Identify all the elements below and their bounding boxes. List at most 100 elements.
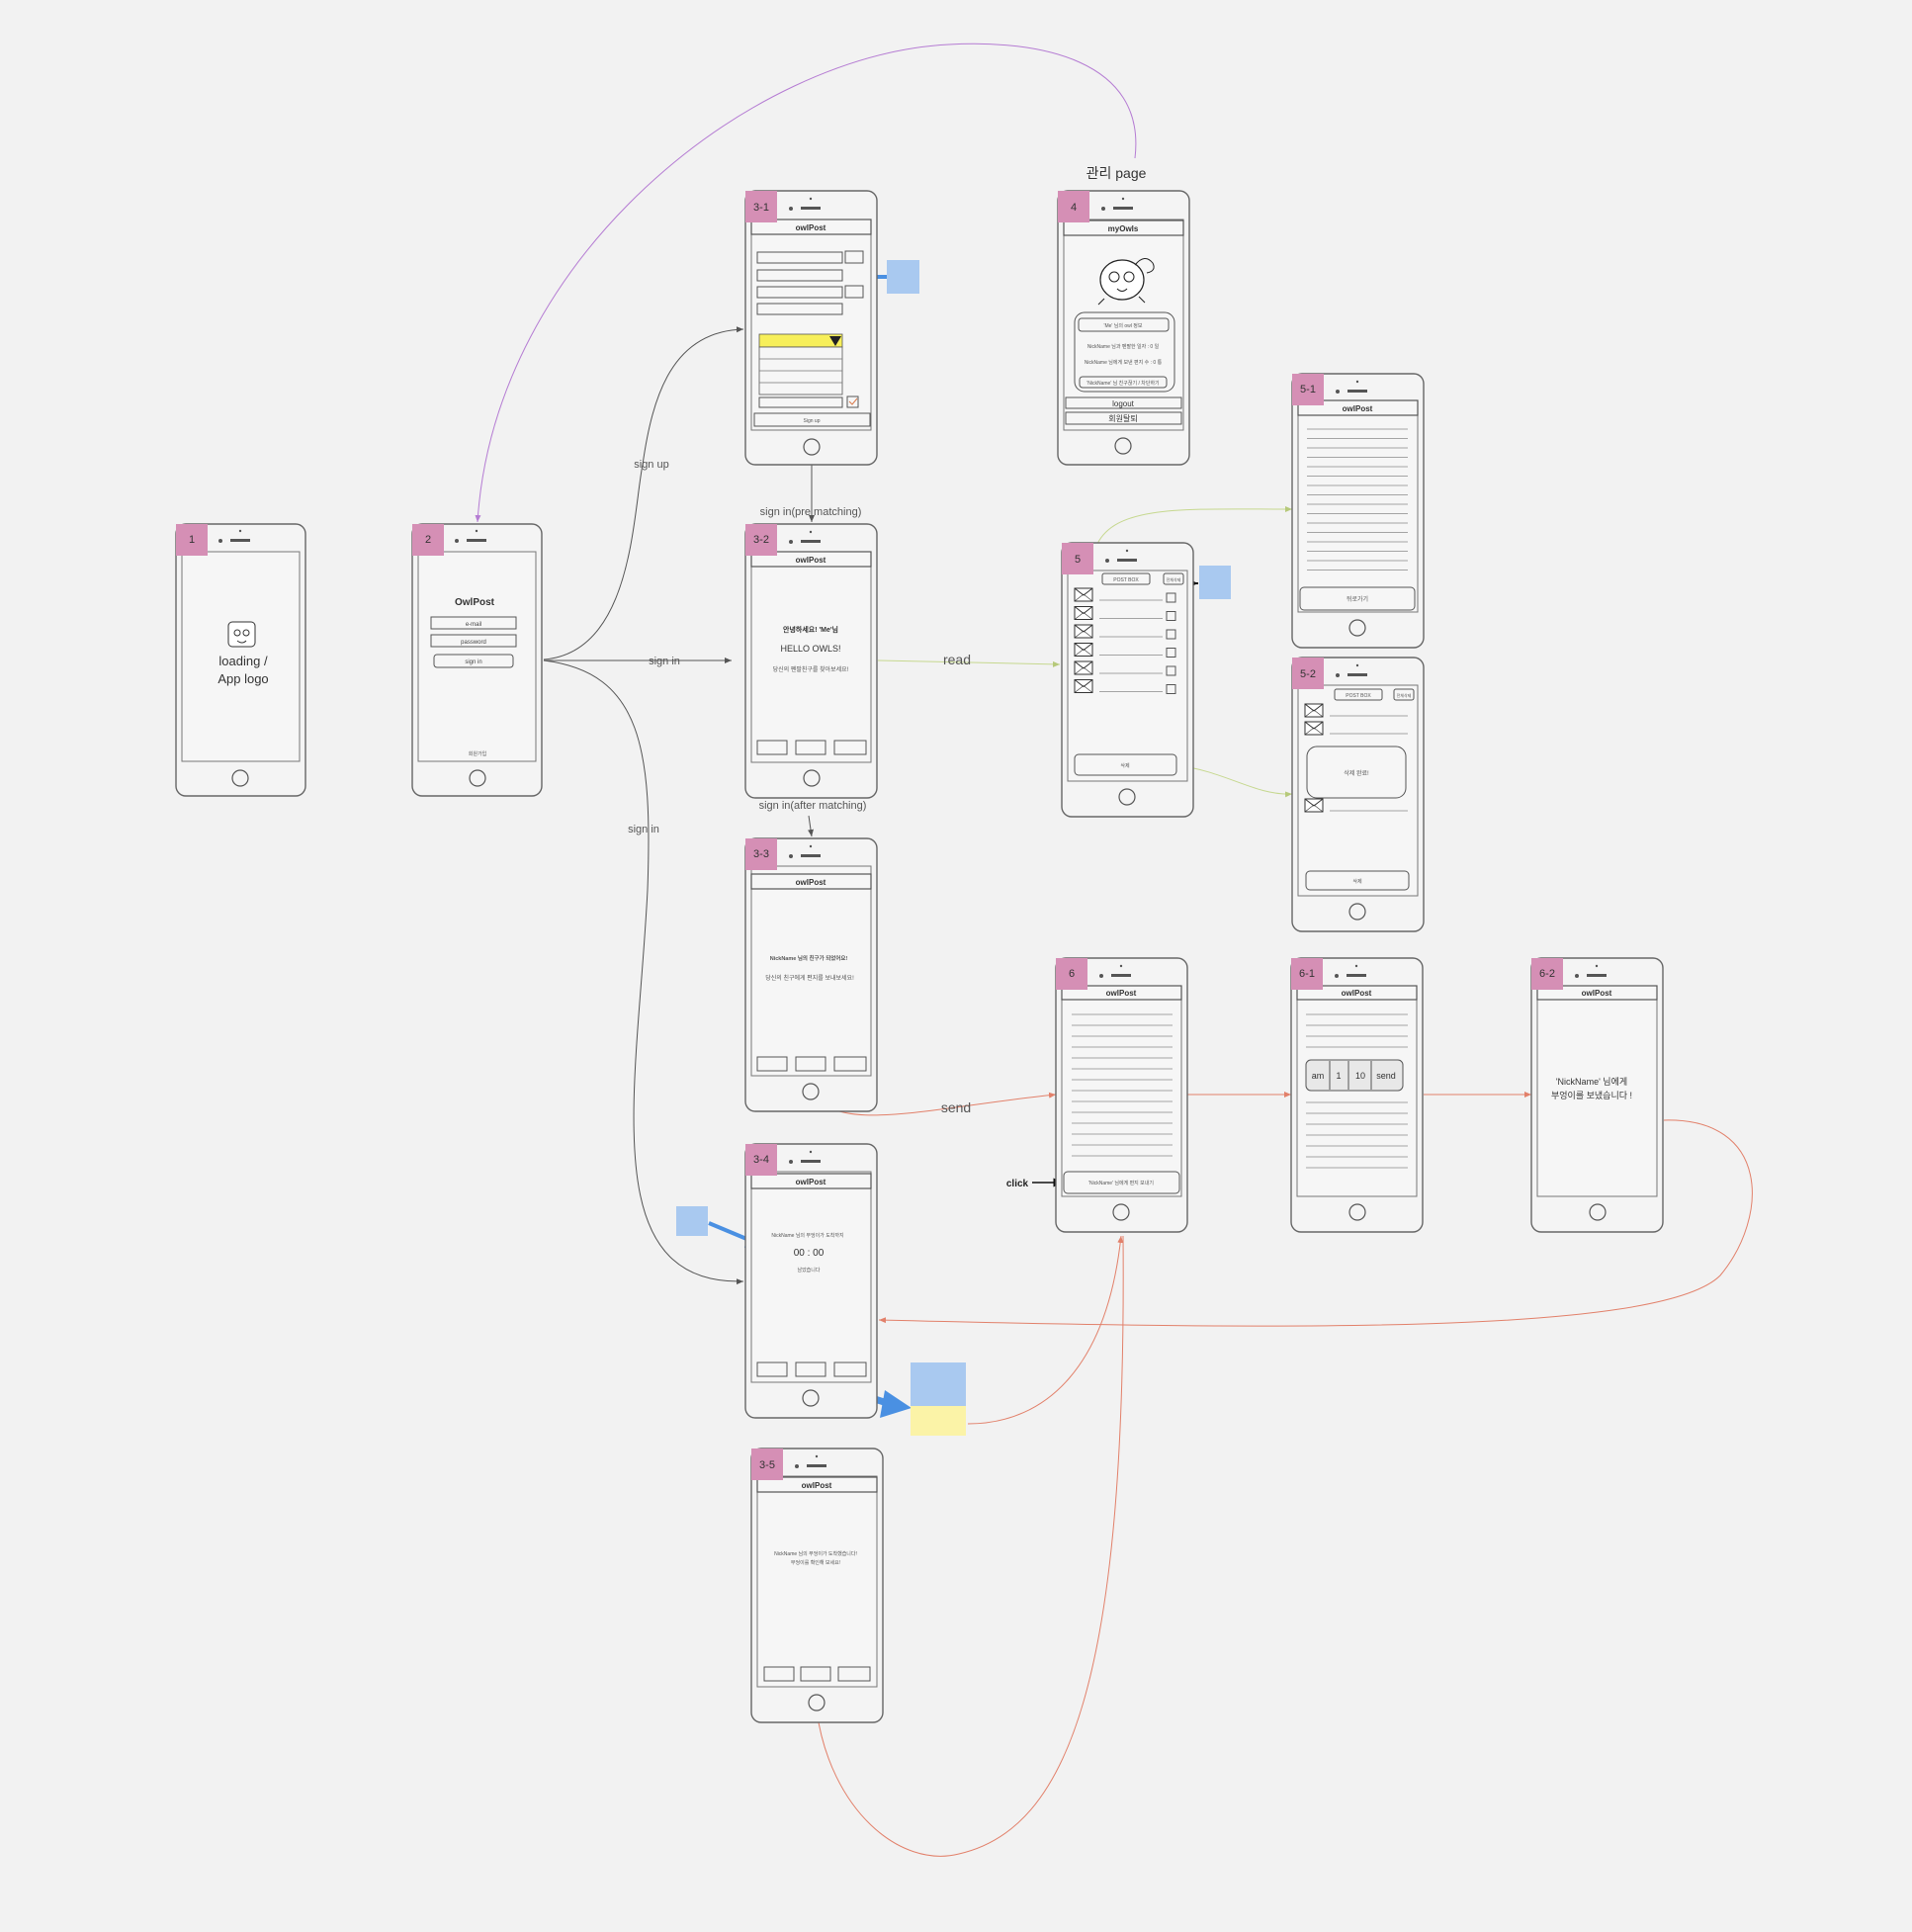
delete-all-tab[interactable] bbox=[1393, 688, 1415, 701]
phone-screen-3-2: owlPost 3-2 안녕하세요! 'Me'님 HELLO OWLS! 당신의… bbox=[744, 523, 878, 799]
envelope-icon[interactable] bbox=[1304, 798, 1324, 813]
svg-text:sign in: sign in bbox=[465, 659, 481, 665]
sticky-note-3-1 bbox=[887, 260, 919, 294]
send-letter-button[interactable] bbox=[1063, 1171, 1180, 1194]
label-read: read bbox=[943, 652, 971, 667]
phone-screen-3-5: owlPost 3-5 NickName 님의 부엉이가 도착했습니다! 부엉이… bbox=[750, 1448, 884, 1723]
ampm-picker[interactable]: am bbox=[1312, 1071, 1325, 1081]
arrow-read bbox=[877, 659, 1061, 667]
select-checkbox[interactable] bbox=[1166, 684, 1176, 694]
svg-text:5: 5 bbox=[1075, 554, 1081, 566]
sign-in-button[interactable] bbox=[433, 654, 514, 668]
svg-text:logout: logout bbox=[1112, 399, 1135, 408]
select-checkbox[interactable] bbox=[1166, 629, 1176, 640]
nav-button-2[interactable] bbox=[795, 1361, 826, 1377]
signup-nick-field[interactable] bbox=[756, 286, 843, 299]
gender-select[interactable] bbox=[758, 396, 843, 408]
header-6-2: owlPost bbox=[1582, 989, 1612, 998]
svg-text:POST BOX: POST BOX bbox=[1346, 693, 1371, 699]
sticky-note-5 bbox=[1199, 566, 1231, 599]
delete-button[interactable] bbox=[1074, 753, 1177, 776]
envelope-icon[interactable] bbox=[1074, 606, 1093, 620]
postbox-tab[interactable] bbox=[1334, 688, 1383, 701]
phone-screen-3-1: owlPost 3-1 Sign up bbox=[744, 190, 878, 466]
header-6-1: owlPost bbox=[1342, 989, 1372, 998]
nav-button-3[interactable] bbox=[833, 1056, 867, 1072]
password-field[interactable] bbox=[430, 634, 517, 648]
agree-checkbox[interactable] bbox=[846, 395, 859, 408]
envelope-icon[interactable] bbox=[1304, 703, 1324, 718]
svg-text:password: password bbox=[461, 640, 486, 646]
nav-button-2[interactable] bbox=[800, 1666, 831, 1682]
logout-button[interactable] bbox=[1065, 396, 1182, 409]
send-button[interactable]: send bbox=[1376, 1071, 1396, 1081]
withdraw-button[interactable] bbox=[1065, 411, 1182, 425]
nav-button-3[interactable] bbox=[837, 1666, 871, 1682]
block-friend-button[interactable] bbox=[1079, 376, 1168, 389]
label-sign-in-2: sign in bbox=[628, 824, 659, 835]
friend-text: NickName 님의 친구가 되었어요! bbox=[770, 954, 848, 962]
nav-button-3[interactable] bbox=[833, 740, 867, 755]
phone-screen-5-2: 5-2 POST BOX 전체삭제 삭제 완료! 삭제 bbox=[1291, 657, 1425, 932]
phone-screen-5: 5 POST BOX 전체삭제 삭제 bbox=[1061, 542, 1194, 818]
sticky-note-3-4 bbox=[676, 1206, 708, 1236]
dropdown-selected[interactable] bbox=[758, 333, 843, 348]
signup-pw-field[interactable] bbox=[756, 269, 843, 282]
nick-check-button[interactable] bbox=[844, 285, 864, 299]
select-checkbox[interactable] bbox=[1166, 592, 1176, 603]
label-pre-matching: sign in(pre matching) bbox=[760, 506, 862, 518]
letter-list-5-2 bbox=[1304, 703, 1408, 813]
nav-button-2[interactable] bbox=[795, 1056, 826, 1072]
envelope-icon[interactable] bbox=[1074, 587, 1093, 602]
nav-button-3[interactable] bbox=[833, 1361, 867, 1377]
sign-up-link[interactable]: 회원가입 bbox=[469, 750, 486, 757]
dropdown-arrow-icon[interactable] bbox=[829, 336, 841, 346]
email-field[interactable] bbox=[430, 616, 517, 630]
loading-title: loading / bbox=[218, 654, 268, 668]
envelope-icon[interactable] bbox=[1304, 721, 1324, 736]
tag-2 bbox=[412, 524, 444, 556]
tag-6-1 bbox=[1291, 958, 1323, 990]
tag-3-5 bbox=[751, 1449, 783, 1480]
envelope-icon[interactable] bbox=[1074, 660, 1093, 675]
nav-button-1[interactable] bbox=[756, 740, 788, 755]
nav-button-2[interactable] bbox=[795, 740, 826, 755]
delete-all-tab[interactable] bbox=[1163, 572, 1184, 585]
envelope-icon[interactable] bbox=[1074, 679, 1093, 693]
delete-button[interactable] bbox=[1305, 870, 1410, 891]
svg-text:회원탈퇴: 회원탈퇴 bbox=[1108, 413, 1137, 423]
label-sign-in: sign in bbox=[649, 656, 680, 667]
postbox-tab[interactable] bbox=[1101, 572, 1151, 585]
select-checkbox[interactable] bbox=[1166, 648, 1176, 658]
blue-arrow-3-4-note bbox=[708, 1221, 752, 1243]
loading-subtitle: App logo bbox=[217, 671, 268, 686]
select-checkbox[interactable] bbox=[1166, 665, 1176, 676]
sign-up-button[interactable] bbox=[753, 412, 871, 427]
nav-button-1[interactable] bbox=[763, 1666, 795, 1682]
nav-button-1[interactable] bbox=[756, 1056, 788, 1072]
envelope-icon[interactable] bbox=[1074, 643, 1093, 657]
envelope-icon[interactable] bbox=[1074, 624, 1093, 639]
signup-email-field[interactable] bbox=[756, 303, 843, 315]
nav-button-1[interactable] bbox=[756, 1361, 788, 1377]
svg-text:Sign up: Sign up bbox=[804, 418, 821, 424]
owl-arriving-text: NickName 님의 부엉이가 도착까지 bbox=[771, 1232, 843, 1239]
phone-screen-2: 2 OwlPost e-mail password sign in 회원가입 bbox=[411, 523, 543, 797]
label-admin-page: 관리 page bbox=[1086, 165, 1147, 181]
letter-list bbox=[1074, 587, 1176, 694]
tag-3-4 bbox=[745, 1144, 777, 1176]
signup-id-field[interactable] bbox=[756, 251, 843, 264]
minute-picker[interactable]: 10 bbox=[1355, 1071, 1365, 1081]
back-button[interactable] bbox=[1299, 586, 1416, 611]
select-checkbox[interactable] bbox=[1166, 611, 1176, 621]
phone-screen-6-1: owlPost 6-1 am 1 10 send bbox=[1290, 957, 1424, 1233]
header-6: owlPost bbox=[1106, 989, 1137, 998]
hello-text: HELLO OWLS! bbox=[780, 644, 840, 654]
tag-6-2 bbox=[1531, 958, 1563, 990]
hour-picker[interactable]: 1 bbox=[1336, 1071, 1341, 1081]
svg-text:e-mail: e-mail bbox=[466, 622, 481, 628]
id-check-button[interactable] bbox=[844, 250, 864, 264]
owl-character-icon bbox=[1097, 258, 1155, 306]
penpal-days-text: NickName 님과 펜팔한 일자 : 0 일 bbox=[1087, 343, 1160, 350]
